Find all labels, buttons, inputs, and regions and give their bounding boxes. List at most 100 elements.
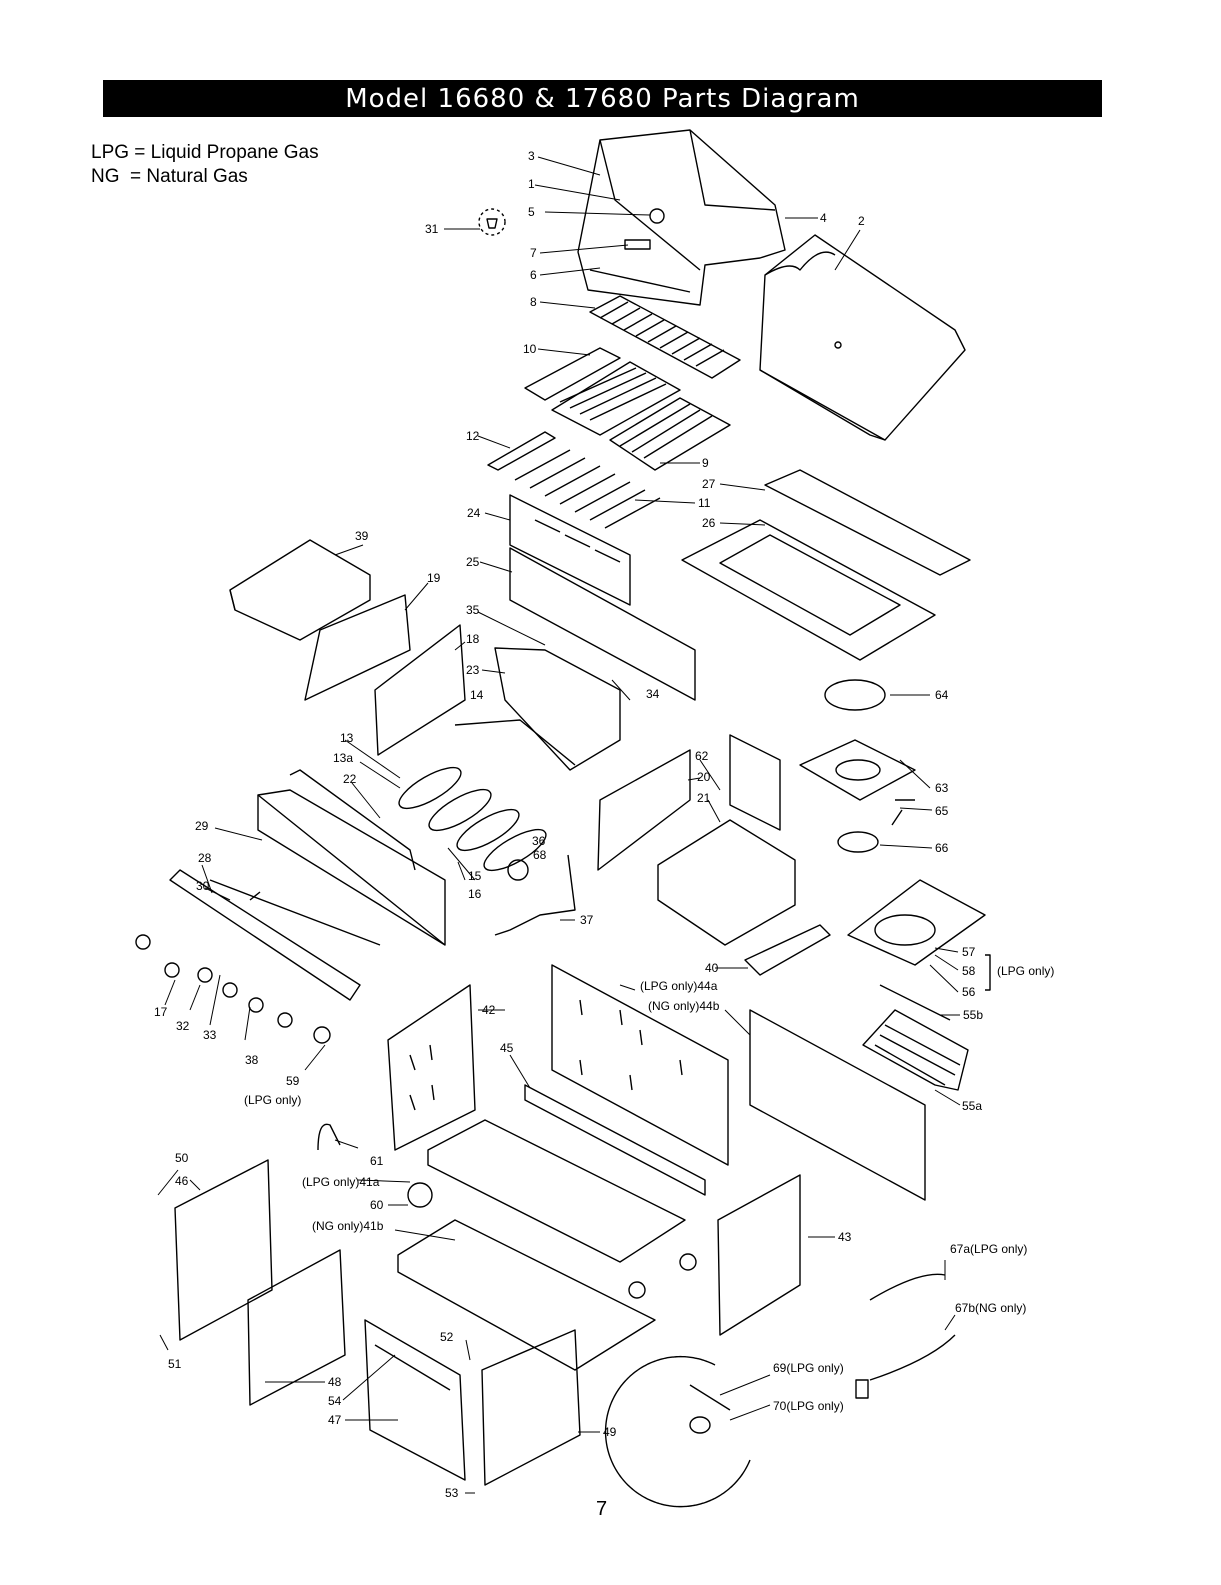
cart-doors bbox=[174, 1159, 581, 1486]
part-label-35: 35 bbox=[466, 603, 480, 617]
side-tray bbox=[847, 879, 986, 966]
part-label-15: 15 bbox=[468, 869, 482, 883]
cart-rear-panels bbox=[551, 964, 926, 1201]
hood-lid bbox=[577, 129, 786, 306]
part-label-10: 10 bbox=[523, 342, 537, 356]
part-label-60: 60 bbox=[370, 1198, 384, 1212]
part-label-17: 17 bbox=[154, 1005, 168, 1019]
part-label-24: 24 bbox=[467, 506, 481, 520]
warming-rack bbox=[589, 295, 741, 379]
side-burner-lid bbox=[229, 539, 371, 641]
part-label-39: 39 bbox=[355, 529, 369, 543]
leader-lines bbox=[157, 156, 961, 1494]
part-label-67b: 67b(NG only) bbox=[955, 1301, 1026, 1315]
part-label-27: 27 bbox=[702, 477, 716, 491]
hood-thermometer bbox=[478, 208, 506, 236]
part-label-25: 25 bbox=[466, 555, 480, 569]
part-label-30: 30 bbox=[196, 879, 210, 893]
part-label-64: 64 bbox=[935, 688, 949, 702]
part-label-44b: (NG only)44b bbox=[648, 999, 720, 1013]
part-label-1: 1 bbox=[528, 177, 535, 191]
part-label-14: 14 bbox=[470, 688, 484, 702]
cart-base bbox=[397, 1084, 706, 1371]
abbreviation-legend: LPG = Liquid Propane Gas NG = Natural Ga… bbox=[91, 141, 319, 189]
part-label-59: 59 bbox=[286, 1074, 300, 1088]
gas-hoses bbox=[855, 1273, 956, 1399]
part-label-55a: 55a bbox=[962, 1099, 982, 1113]
side-burner bbox=[799, 679, 916, 853]
part-label-33: 33 bbox=[203, 1028, 217, 1042]
part-label-50: 50 bbox=[175, 1151, 189, 1165]
flame-tamers bbox=[487, 431, 661, 529]
part-label-40: 40 bbox=[705, 961, 719, 975]
part-label-62: 62 bbox=[695, 749, 709, 763]
part-label-51: 51 bbox=[168, 1357, 182, 1371]
burners bbox=[398, 766, 547, 872]
part-label-57: 57 bbox=[962, 945, 976, 959]
part-label-54: 54 bbox=[328, 1394, 342, 1408]
part-label-11: 11 bbox=[698, 496, 711, 510]
part-labels: 3 1 5 7 6 8 4 2 31 10 12 9 27 11 26 24 2… bbox=[154, 149, 1054, 1500]
part-label-42: 42 bbox=[482, 1003, 496, 1017]
part-label-59-note: (LPG only) bbox=[244, 1093, 301, 1107]
part-label-19: 19 bbox=[427, 571, 441, 585]
manifold-panel bbox=[169, 869, 381, 1001]
casters bbox=[407, 1182, 697, 1299]
part-label-68: 68 bbox=[533, 848, 547, 862]
control-knobs bbox=[135, 934, 331, 1044]
grease-tray bbox=[681, 469, 971, 661]
part-label-52: 52 bbox=[440, 1330, 454, 1344]
part-label-5: 5 bbox=[528, 205, 535, 219]
tank-accessories bbox=[604, 1355, 751, 1508]
cooking-grates bbox=[524, 347, 731, 471]
part-label-61: 61 bbox=[370, 1154, 384, 1168]
lpg-hose bbox=[317, 1123, 341, 1151]
part-label-47: 47 bbox=[328, 1413, 342, 1427]
part-label-63: 63 bbox=[935, 781, 949, 795]
igniter bbox=[494, 854, 576, 936]
cart-side-left bbox=[387, 984, 476, 1151]
part-label-29: 29 bbox=[195, 819, 209, 833]
part-label-28: 28 bbox=[198, 851, 212, 865]
lpg-bracket bbox=[985, 954, 991, 991]
part-label-56: 56 bbox=[962, 985, 976, 999]
hood-back bbox=[759, 234, 966, 441]
part-label-12: 12 bbox=[466, 429, 480, 443]
part-label-41b: (NG only)41b bbox=[312, 1219, 384, 1233]
part-label-48: 48 bbox=[328, 1375, 342, 1389]
part-label-21: 21 bbox=[697, 791, 711, 805]
legend-ng: NG = Natural Gas bbox=[91, 166, 248, 187]
door-handle-side bbox=[744, 924, 831, 976]
part-label-41a: (LPG only)41a bbox=[302, 1175, 380, 1189]
part-label-2: 2 bbox=[858, 214, 865, 228]
part-label-55b: 55b bbox=[963, 1008, 983, 1022]
part-label-67a: 67a(LPG only) bbox=[950, 1242, 1027, 1256]
part-label-37: 37 bbox=[580, 913, 594, 927]
page-number: 7 bbox=[596, 1498, 608, 1520]
part-label-46: 46 bbox=[175, 1174, 189, 1188]
part-label-26: 26 bbox=[702, 516, 716, 530]
part-label-7: 7 bbox=[530, 246, 537, 260]
part-label-69: 69(LPG only) bbox=[773, 1361, 844, 1375]
part-label-16: 16 bbox=[468, 887, 482, 901]
part-label-43: 43 bbox=[838, 1230, 852, 1244]
part-label-58: 58 bbox=[962, 964, 976, 978]
side-shelf-box bbox=[597, 734, 796, 946]
part-label-49: 49 bbox=[603, 1425, 617, 1439]
storage-basket bbox=[862, 984, 969, 1091]
rear-panels bbox=[509, 494, 696, 701]
cart-side-right bbox=[717, 1174, 801, 1336]
firebox bbox=[454, 647, 621, 771]
part-label-23: 23 bbox=[466, 663, 480, 677]
part-label-8: 8 bbox=[530, 295, 537, 309]
part-label-13: 13 bbox=[340, 731, 354, 745]
part-label-13a: 13a bbox=[333, 751, 353, 765]
part-label-32: 32 bbox=[176, 1019, 190, 1033]
part-label-20: 20 bbox=[697, 770, 711, 784]
part-label-36: 36 bbox=[532, 834, 546, 848]
part-label-65: 65 bbox=[935, 804, 949, 818]
part-label-45: 45 bbox=[500, 1041, 514, 1055]
part-label-18: 18 bbox=[466, 632, 480, 646]
control-panel bbox=[257, 769, 446, 946]
